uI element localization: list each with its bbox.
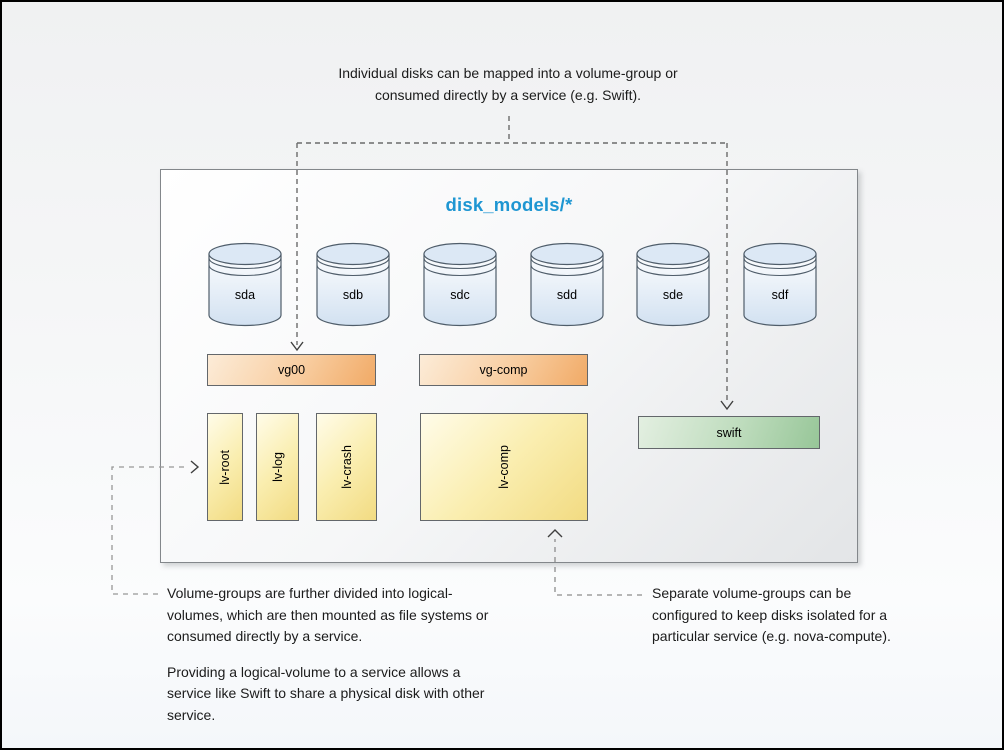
- volume-group-vg-comp: vg-comp: [419, 354, 588, 386]
- disk-sda: sda: [208, 242, 282, 328]
- logical-volume-lv-crash: lv-crash: [316, 413, 377, 521]
- disk-sdd: sdd: [530, 242, 604, 328]
- disk-cylinder-icon: [316, 242, 390, 327]
- diagram-title: disk_models/*: [445, 194, 573, 215]
- disk-sdb: sdb: [316, 242, 390, 328]
- logical-volume-lv-log: lv-log: [256, 413, 299, 521]
- annotation-paragraph: Volume-groups are further divided into l…: [167, 585, 489, 644]
- volume-group-label: vg00: [277, 363, 306, 377]
- disk-label: sde: [662, 288, 684, 302]
- logical-volume-label: lv-comp: [497, 445, 511, 489]
- annotation-bottom-right: Separate volume-groups can be configured…: [652, 585, 891, 644]
- disk-sdc: sdc: [423, 242, 497, 328]
- logical-volume-label: lv-crash: [339, 445, 354, 489]
- disk-cylinder-icon: [636, 242, 710, 327]
- volume-group-label: vg-comp: [479, 363, 528, 377]
- volume-group-vg00: vg00: [207, 354, 376, 386]
- logical-volume-label: lv-log: [270, 452, 285, 482]
- logical-volume-label: lv-root: [218, 449, 232, 485]
- disk-cylinder-icon: [530, 242, 604, 327]
- disk-label: sdf: [771, 288, 789, 302]
- service-swift: swift: [638, 416, 820, 449]
- disk-sde: sde: [636, 242, 710, 328]
- annotation-top: Individual disks can be mapped into a vo…: [338, 65, 678, 103]
- disk-label: sdb: [342, 288, 364, 302]
- disk-cylinder-icon: [208, 242, 282, 327]
- disk-cylinder-icon: [743, 242, 817, 327]
- disk-sdf: sdf: [743, 242, 817, 328]
- disk-label: sda: [234, 288, 256, 302]
- disk-label: sdd: [556, 288, 578, 302]
- disk-models-box: disk_models/* sda: [160, 169, 858, 563]
- service-label: swift: [716, 425, 742, 440]
- disk-label: sdc: [450, 288, 470, 302]
- logical-volume-lv-comp: lv-comp: [420, 413, 588, 521]
- annotation-bottom-left: Volume-groups are further divided into l…: [167, 583, 503, 740]
- logical-volume-lv-root: lv-root: [207, 413, 243, 521]
- annotation-paragraph: Providing a logical-volume to a service …: [167, 663, 485, 723]
- disk-cylinder-icon: [423, 242, 497, 327]
